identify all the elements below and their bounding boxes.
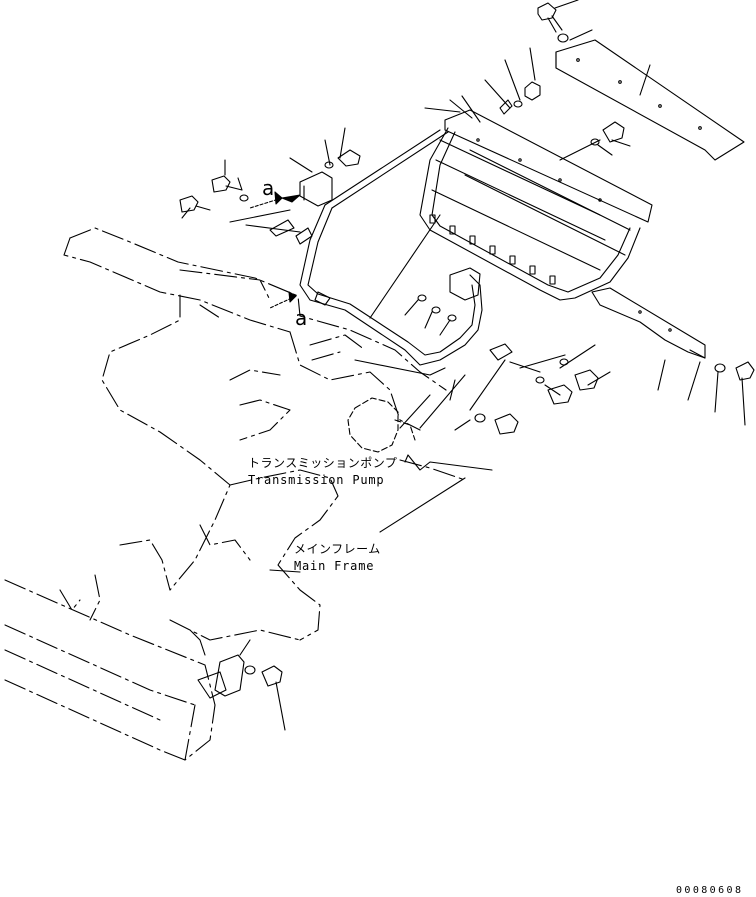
view-arrow-upper <box>249 191 283 209</box>
cover-plate <box>555 39 745 161</box>
view-marker-lower: a <box>295 306 308 330</box>
view-marker-upper: a <box>262 176 275 200</box>
transmission-pump-label-en: Transmission Pump <box>248 473 385 487</box>
lower-bracket <box>404 267 481 336</box>
leader-lines <box>269 359 493 573</box>
transmission-pump <box>347 397 416 453</box>
left-bolts <box>179 159 313 245</box>
top-bolt <box>537 0 593 43</box>
grille-guard <box>369 95 653 319</box>
upper-left-bracket <box>281 127 361 207</box>
drawing-code: 00080608 <box>676 885 744 896</box>
cover-nut <box>484 47 541 115</box>
frame-bracket <box>189 629 286 731</box>
lower-bolts <box>399 343 611 435</box>
main-frame-label-jp: メインフレーム <box>294 542 381 556</box>
guard-bolt <box>590 121 631 156</box>
side-plate <box>591 287 755 426</box>
main-frame-label-en: Main Frame <box>294 559 375 573</box>
transmission-pump-label-jp: トランスミッションポンプ <box>248 456 398 470</box>
view-arrow-lower <box>269 291 297 309</box>
handrail <box>299 129 483 366</box>
main-frame <box>4 227 466 761</box>
